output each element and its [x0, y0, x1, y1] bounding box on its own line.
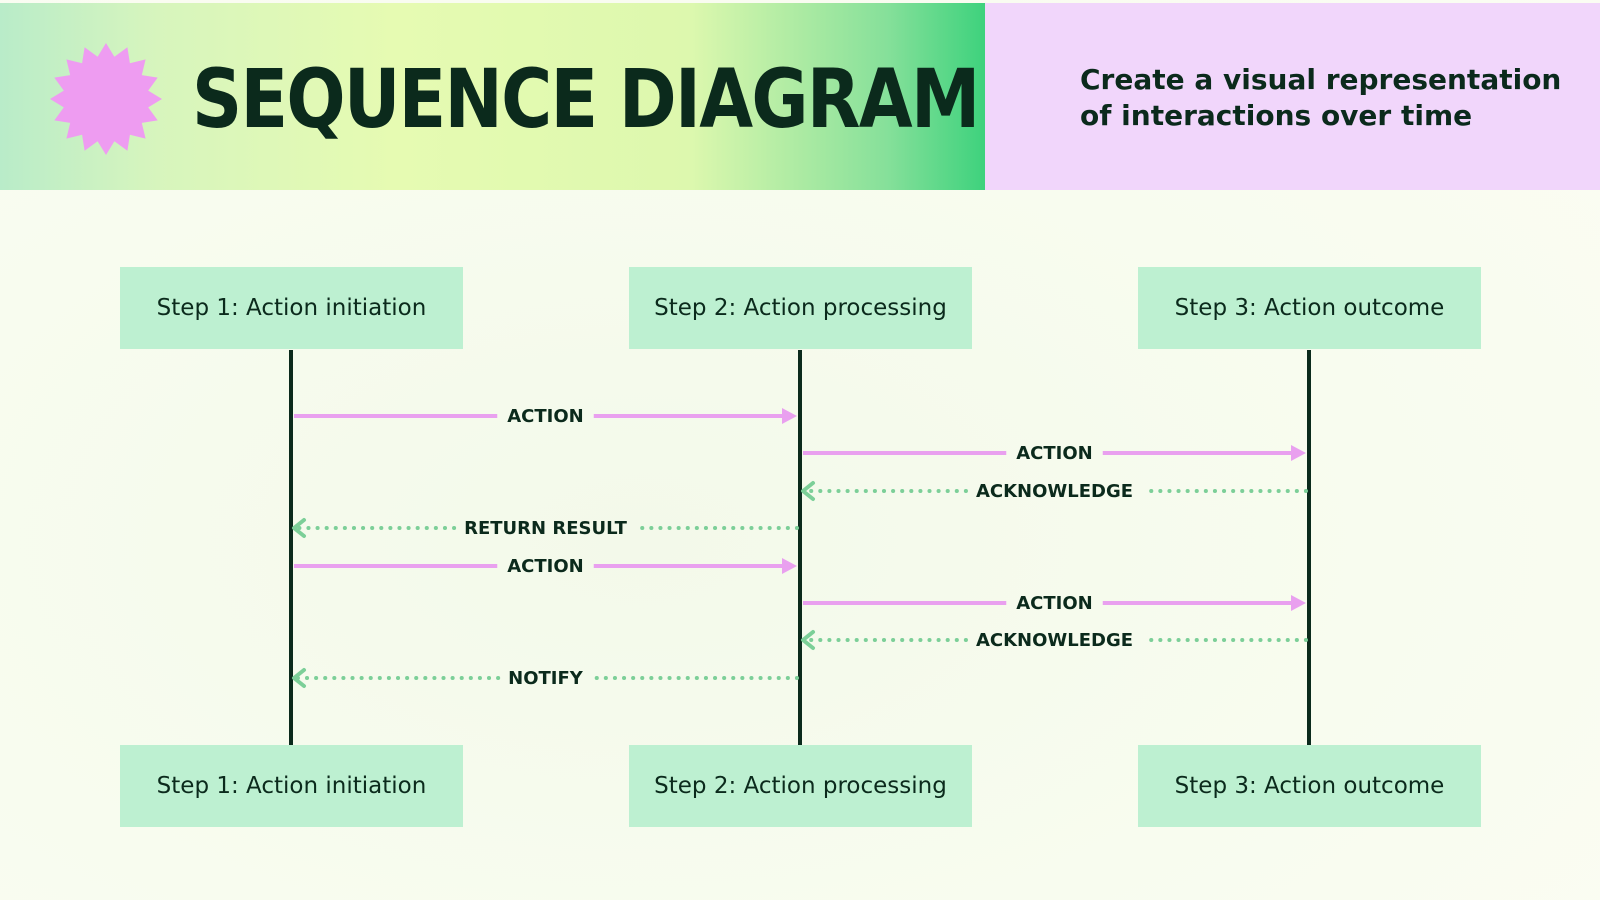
page-title: SEQUENCE DIAGRAM — [192, 53, 980, 147]
arrowhead-7 — [801, 630, 815, 650]
subtitle-line-2: of interactions over time — [1080, 99, 1473, 132]
message-label-8: NOTIFY — [508, 668, 584, 689]
arrowhead-5 — [782, 558, 797, 574]
participant-box-bottom-2: Step 2: Action processing — [629, 745, 972, 827]
message-label-2: ACTION — [1016, 443, 1092, 464]
message-label-7: ACKNOWLEDGE — [976, 630, 1133, 651]
message-label-6: ACTION — [1016, 593, 1092, 614]
arrowhead-6 — [1291, 595, 1306, 611]
message-label-4: RETURN RESULT — [464, 518, 627, 539]
participant-box-bottom-1: Step 1: Action initiation — [120, 745, 463, 827]
subtitle-line-1: Create a visual representation — [1080, 63, 1562, 96]
arrowhead-1 — [782, 408, 797, 424]
participant-box-top-1: Step 1: Action initiation — [120, 267, 463, 349]
participant-box-bottom-3: Step 3: Action outcome — [1138, 745, 1481, 827]
participant-box-top-2: Step 2: Action processing — [629, 267, 972, 349]
message-label-5: ACTION — [507, 556, 583, 577]
arrowhead-3 — [801, 481, 815, 501]
arrowhead-8 — [292, 668, 306, 688]
page-subtitle: Create a visual representation of intera… — [1080, 62, 1570, 134]
header-banner — [0, 3, 985, 190]
message-label-1: ACTION — [507, 406, 583, 427]
header-subtitle-panel — [985, 3, 1600, 190]
arrowhead-4 — [292, 518, 306, 538]
starburst-icon — [50, 43, 162, 155]
arrowhead-2 — [1291, 445, 1306, 461]
participant-box-top-3: Step 3: Action outcome — [1138, 267, 1481, 349]
message-label-3: ACKNOWLEDGE — [976, 481, 1133, 502]
